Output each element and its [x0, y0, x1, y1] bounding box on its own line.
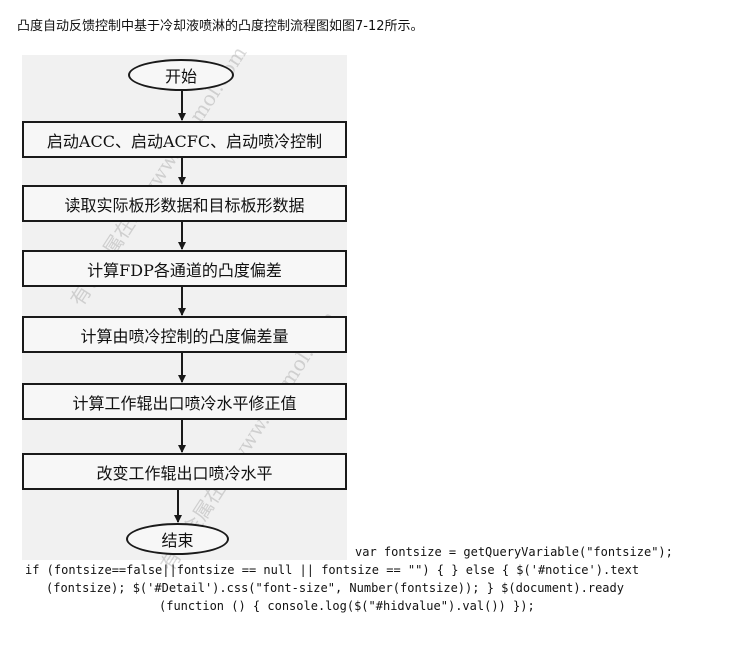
flowchart-step-4: 计算由喷冷控制的凸度偏差量	[22, 316, 347, 353]
intro-paragraph: 凸度自动反馈控制中基于冷却液喷淋的凸度控制流程图如图7-12所示。	[17, 19, 424, 34]
flowchart-step-5: 计算工作辊出口喷冷水平修正值	[22, 383, 347, 420]
code-line: (fontsize); $('#Detail').css("font-size"…	[46, 581, 624, 595]
flowchart-step-6: 改变工作辊出口喷冷水平	[22, 453, 347, 490]
flowchart-figure: 有色金属在线 www.cnnmol.com 有色金属在线 www.cnnmol.…	[22, 42, 347, 575]
flowchart-start-node: 开始	[128, 59, 234, 91]
flowchart-end-node: 结束	[126, 523, 229, 555]
flowchart-step-3: 计算FDP各通道的凸度偏差	[22, 250, 347, 287]
code-line: if (fontsize==false||fontsize == null ||…	[25, 563, 640, 577]
code-line: (function () { console.log($("#hidvalue"…	[159, 599, 535, 613]
code-line: var fontsize = getQueryVariable("fontsiz…	[355, 545, 673, 559]
flowchart-arrows	[174, 91, 186, 523]
flowchart-step-1: 启动ACC、启动ACFC、启动喷冷控制	[22, 121, 347, 158]
flowchart-step-2: 读取实际板形数据和目标板形数据	[22, 185, 347, 222]
